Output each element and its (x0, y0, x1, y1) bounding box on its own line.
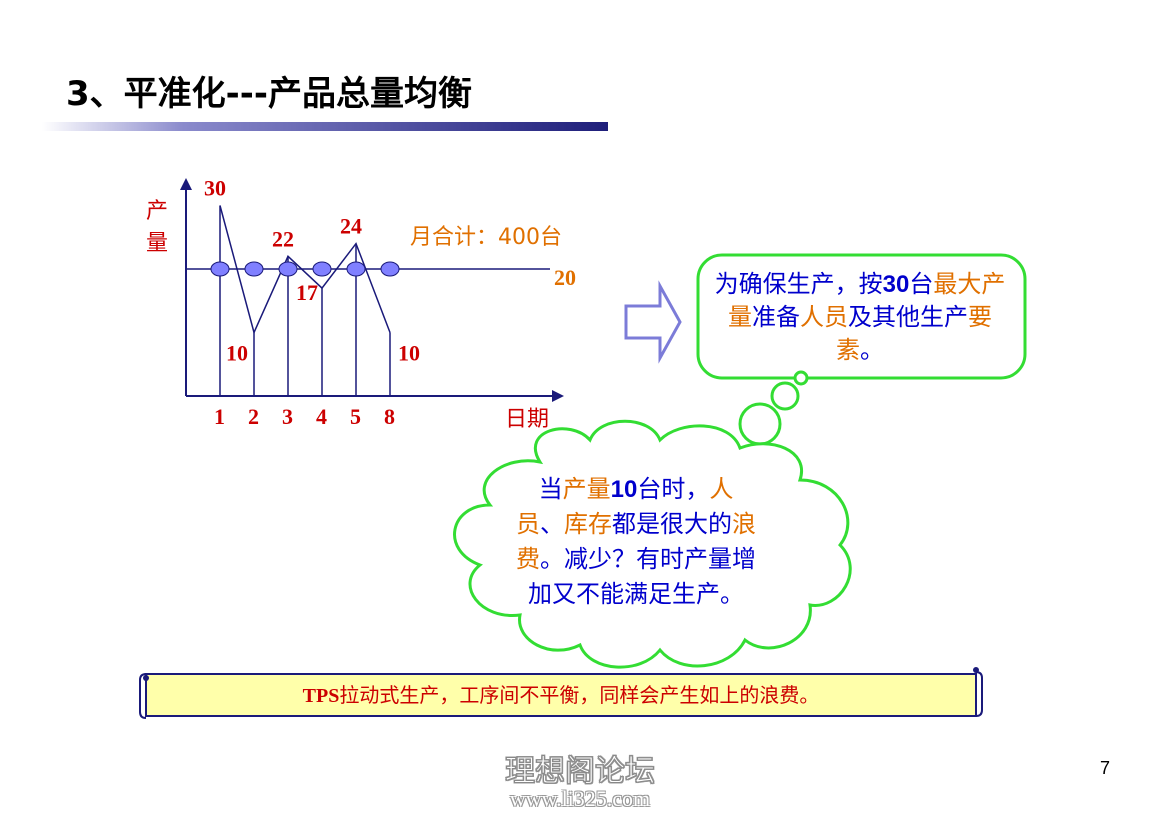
x-axis-arrow (552, 390, 564, 402)
page-number: 7 (1100, 758, 1111, 778)
x-tick-6: 8 (384, 404, 395, 429)
x-tick-5: 5 (350, 404, 361, 429)
x-tick-3: 3 (282, 404, 293, 429)
cloud-bubble (453, 419, 852, 669)
right-arrow-icon (624, 280, 682, 364)
top-bubble (696, 253, 1027, 380)
x-tick-2: 2 (248, 404, 259, 429)
average-nodes (210, 261, 400, 277)
average-node-6 (380, 261, 400, 277)
watermark-name: 理想阁论坛 (505, 754, 656, 790)
scroll-banner (139, 667, 983, 719)
value-label-6: 10 (398, 341, 420, 366)
y-axis-label-2: 量 (146, 231, 168, 256)
thought-circle-small (793, 370, 809, 386)
average-node-5 (346, 261, 366, 277)
average-node-3 (278, 261, 298, 277)
average-label: 20 (554, 265, 576, 290)
y-axis-arrow (180, 178, 192, 190)
x-tick-4: 4 (316, 404, 327, 429)
production-line (219, 205, 391, 335)
title-underline (42, 122, 608, 131)
y-axis-label-1: 产 (146, 199, 168, 224)
top-bubble-text: 为确保生产，按30台最大产量准备人员及其他生产要素。 (714, 270, 1006, 364)
banner-text: TPS拉动式生产，工序间不平衡，同样会产生如上的浪费。 (302, 683, 820, 707)
x-tick-1: 1 (214, 404, 225, 429)
x-axis-label: 日期 (505, 407, 549, 432)
value-label-5: 24 (340, 214, 362, 239)
average-node-1 (210, 261, 230, 277)
watermark-url: www.li325.com (509, 786, 651, 811)
page-title: 3、平准化---产品总量均衡 (66, 74, 472, 114)
value-label-1: 30 (204, 176, 226, 201)
average-node-2 (244, 261, 264, 277)
monthly-total-label: 月合计：400台 (410, 225, 562, 250)
thought-circle-large (738, 402, 782, 446)
value-label-2: 10 (226, 341, 248, 366)
average-node-4 (312, 261, 332, 277)
cloud-bubble-text: 当产量10台时，人员、库存都是很大的浪费。减少？有时产量增加又不能满足生产。 (516, 475, 756, 608)
thought-circle-medium (770, 381, 800, 411)
value-label-3: 22 (272, 226, 294, 251)
value-labels: 30 10 22 17 24 10 (204, 176, 420, 366)
value-label-4: 17 (296, 280, 318, 305)
